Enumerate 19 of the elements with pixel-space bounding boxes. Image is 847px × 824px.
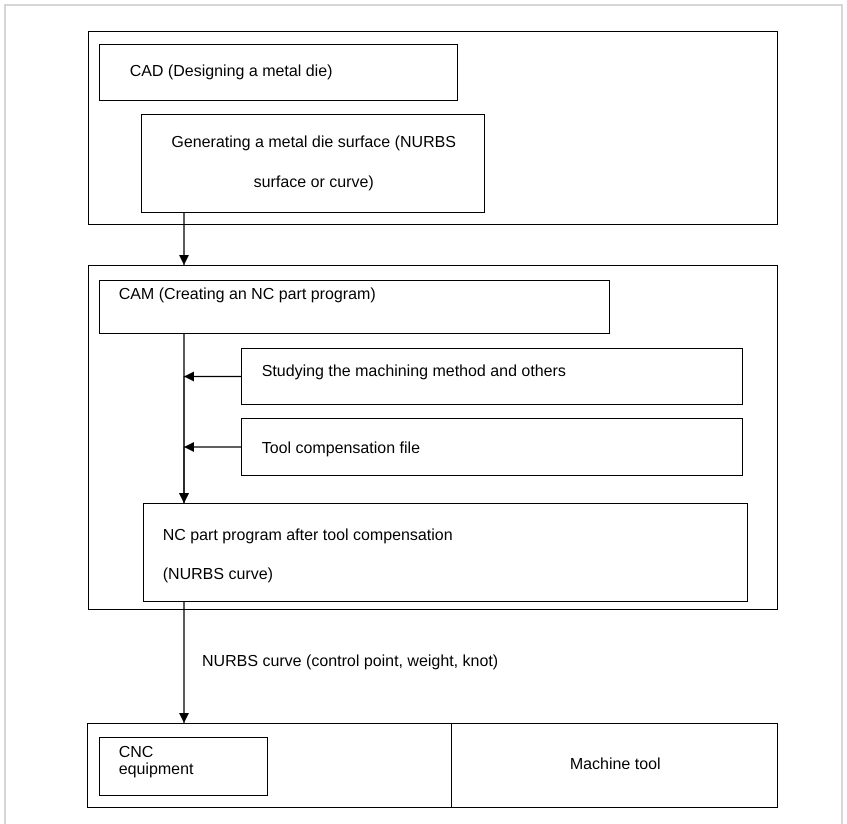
process-box (98, 736, 268, 796)
process-box (140, 114, 485, 213)
box-label: CAM (Creating an NC part program) (118, 284, 377, 304)
box-label: Tool compensation file (262, 438, 421, 458)
group-frame (88, 265, 778, 610)
group-frame (87, 723, 778, 808)
group-frame (88, 31, 778, 225)
box-label: Machine tool (568, 754, 662, 774)
box-label: NC part program after tool compensation (NURBS curve) (162, 526, 454, 585)
process-box (240, 418, 743, 476)
process-box (240, 348, 743, 405)
box-label: Generating a metal die surface (NURBS surface or curve) (170, 132, 457, 193)
box-label: Studying the machining method and others (262, 362, 567, 381)
process-box (142, 502, 748, 602)
process-box (98, 280, 610, 334)
box-label: CAD (Designing a metal die) (130, 62, 334, 81)
box-label: CNC equipment (118, 744, 194, 778)
process-box (98, 44, 458, 101)
edge-label: NURBS curve (control point, weight, knot) (202, 652, 498, 670)
